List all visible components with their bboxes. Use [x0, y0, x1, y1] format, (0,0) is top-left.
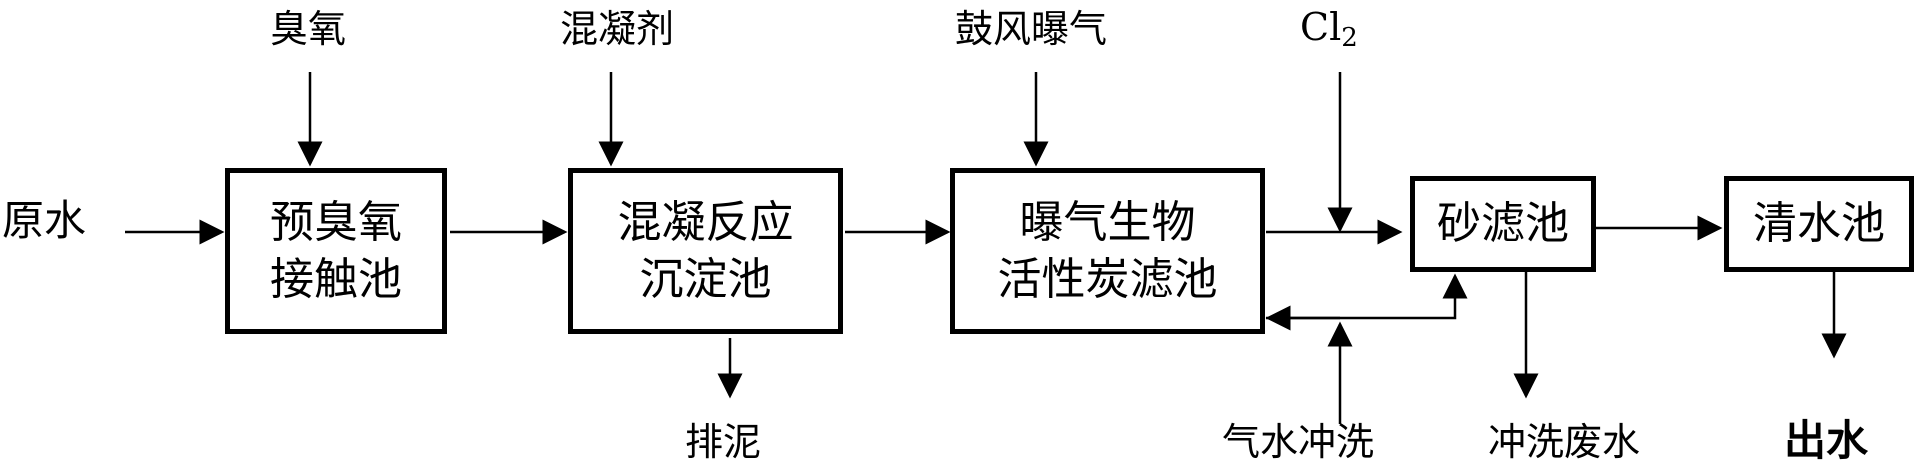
- aeration-label: 鼓风曝气: [955, 7, 1108, 51]
- wash-to-sand-line: [1266, 273, 1468, 320]
- bac-filter-line2: 活性炭滤池: [997, 254, 1218, 305]
- pre-ozone-line1: 预臭氧: [270, 196, 402, 248]
- bac-filter-tank: 曝气生物 活性炭滤池: [950, 168, 1265, 334]
- pre-ozone-contact-tank: 预臭氧 接触池: [225, 168, 447, 334]
- coagulation-line2: 沉淀池: [639, 254, 772, 305]
- sludge-discharge-label: 排泥: [685, 420, 762, 464]
- chlorine-subscript: 2: [1341, 23, 1358, 53]
- bac-filter-line1: 曝气生物: [1019, 196, 1196, 248]
- clear-water-tank: 清水池: [1724, 176, 1914, 272]
- sand-filter-label: 砂滤池: [1437, 198, 1569, 250]
- sand-filter-tank: 砂滤池: [1410, 176, 1596, 272]
- coagulation-sedimentation-tank: 混凝反应 沉淀池: [568, 168, 843, 334]
- effluent-label: 出水: [1784, 416, 1869, 465]
- clear-water-label: 清水池: [1753, 198, 1885, 250]
- air-water-wash-label: 气水冲洗: [1222, 420, 1375, 464]
- coagulant-label: 混凝剂: [560, 7, 675, 51]
- ozone-label: 臭氧: [270, 7, 347, 51]
- raw-water-label: 原水: [2, 196, 87, 245]
- chlorine-label: Cl2: [1300, 8, 1358, 51]
- wash-wastewater-label: 冲洗废水: [1488, 420, 1641, 464]
- chlorine-symbol: Cl: [1300, 5, 1342, 49]
- pre-ozone-line2: 接触池: [270, 254, 402, 305]
- coagulation-line1: 混凝反应: [617, 196, 794, 248]
